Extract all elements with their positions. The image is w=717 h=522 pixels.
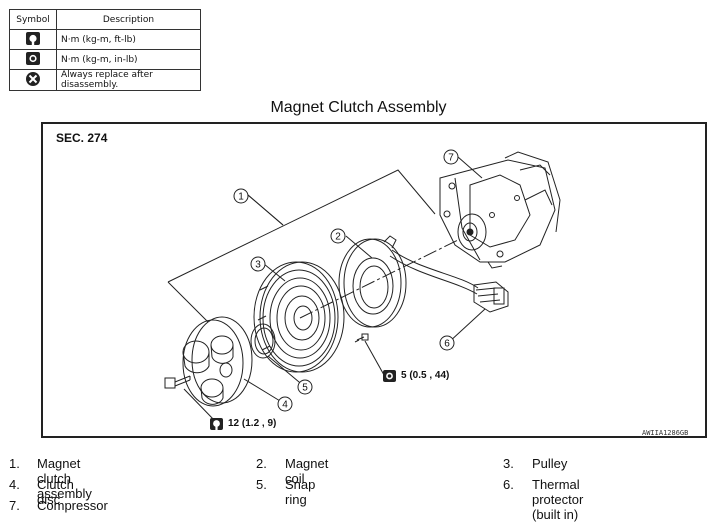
clutch-disc	[182, 316, 253, 407]
part-name: Magnet clutch assembly	[37, 456, 92, 501]
thermal-protector-connector	[473, 281, 509, 313]
part-number: 5.	[256, 477, 267, 492]
section-label: SEC. 274	[56, 131, 108, 145]
torque-wrench-icon	[26, 31, 40, 45]
svg-text:6: 6	[444, 339, 450, 350]
part-number: 1.	[9, 456, 20, 471]
diagram-frame	[41, 122, 707, 438]
snap-ring	[250, 323, 276, 359]
part-number: 4.	[9, 477, 20, 492]
part-name: Clutch disc	[37, 477, 74, 507]
svg-text:4: 4	[282, 400, 288, 411]
symbol-legend-table: Symbol Description N·m (kg-m, ft-lb) N·m…	[9, 9, 201, 91]
callout-3: 3	[250, 256, 266, 272]
callout-5: 5	[297, 379, 313, 395]
part-name: Thermal protector (built in)	[532, 477, 584, 522]
part-number: 7.	[9, 498, 20, 513]
callout-2: 2	[330, 228, 346, 244]
part-name: Snap ring	[285, 477, 316, 507]
torque-spec-clutch-disc-bolt: 12 (1.2 , 9)	[228, 418, 277, 429]
torque-wrench-filled-icon	[26, 51, 40, 65]
part-number: 2.	[256, 456, 267, 471]
torque-wrench-icon	[210, 418, 223, 430]
coil-screw	[354, 333, 369, 343]
callout-4: 4	[277, 396, 293, 412]
svg-text:7: 7	[448, 153, 454, 164]
compressor	[439, 151, 561, 269]
pulley	[253, 261, 345, 373]
svg-text:2: 2	[335, 232, 341, 243]
part-number: 6.	[503, 477, 514, 492]
callout-1: 1	[233, 188, 249, 204]
svg-text:5: 5	[302, 383, 308, 394]
assembly-bracket	[167, 169, 436, 323]
torque-spec-coil-screw: 5 (0.5 , 44)	[401, 370, 450, 381]
clutch-disc-bolt	[164, 375, 191, 389]
magnet-coil	[338, 235, 479, 328]
callout-6: 6	[439, 335, 455, 351]
legend-symbol-cell	[9, 29, 57, 50]
illustration-code: AWIIA1286GB	[642, 429, 689, 437]
callout-leaders	[183, 156, 486, 422]
svg-text:1: 1	[238, 192, 244, 203]
diagram-title: Magnet Clutch Assembly	[270, 99, 447, 116]
legend-desc: Always replace after disassembly.	[56, 69, 201, 91]
legend-symbol-cell	[9, 69, 57, 91]
always-replace-icon	[26, 71, 40, 86]
part-name: Compressor	[37, 498, 108, 513]
svg-text:3: 3	[255, 260, 261, 271]
shaft-centerline	[299, 239, 459, 319]
part-name: Magnet coil	[285, 456, 329, 486]
torque-wrench-filled-icon	[383, 370, 396, 382]
part-name: Pulley	[532, 456, 568, 471]
callout-7: 7	[443, 149, 459, 165]
part-number: 3.	[503, 456, 514, 471]
